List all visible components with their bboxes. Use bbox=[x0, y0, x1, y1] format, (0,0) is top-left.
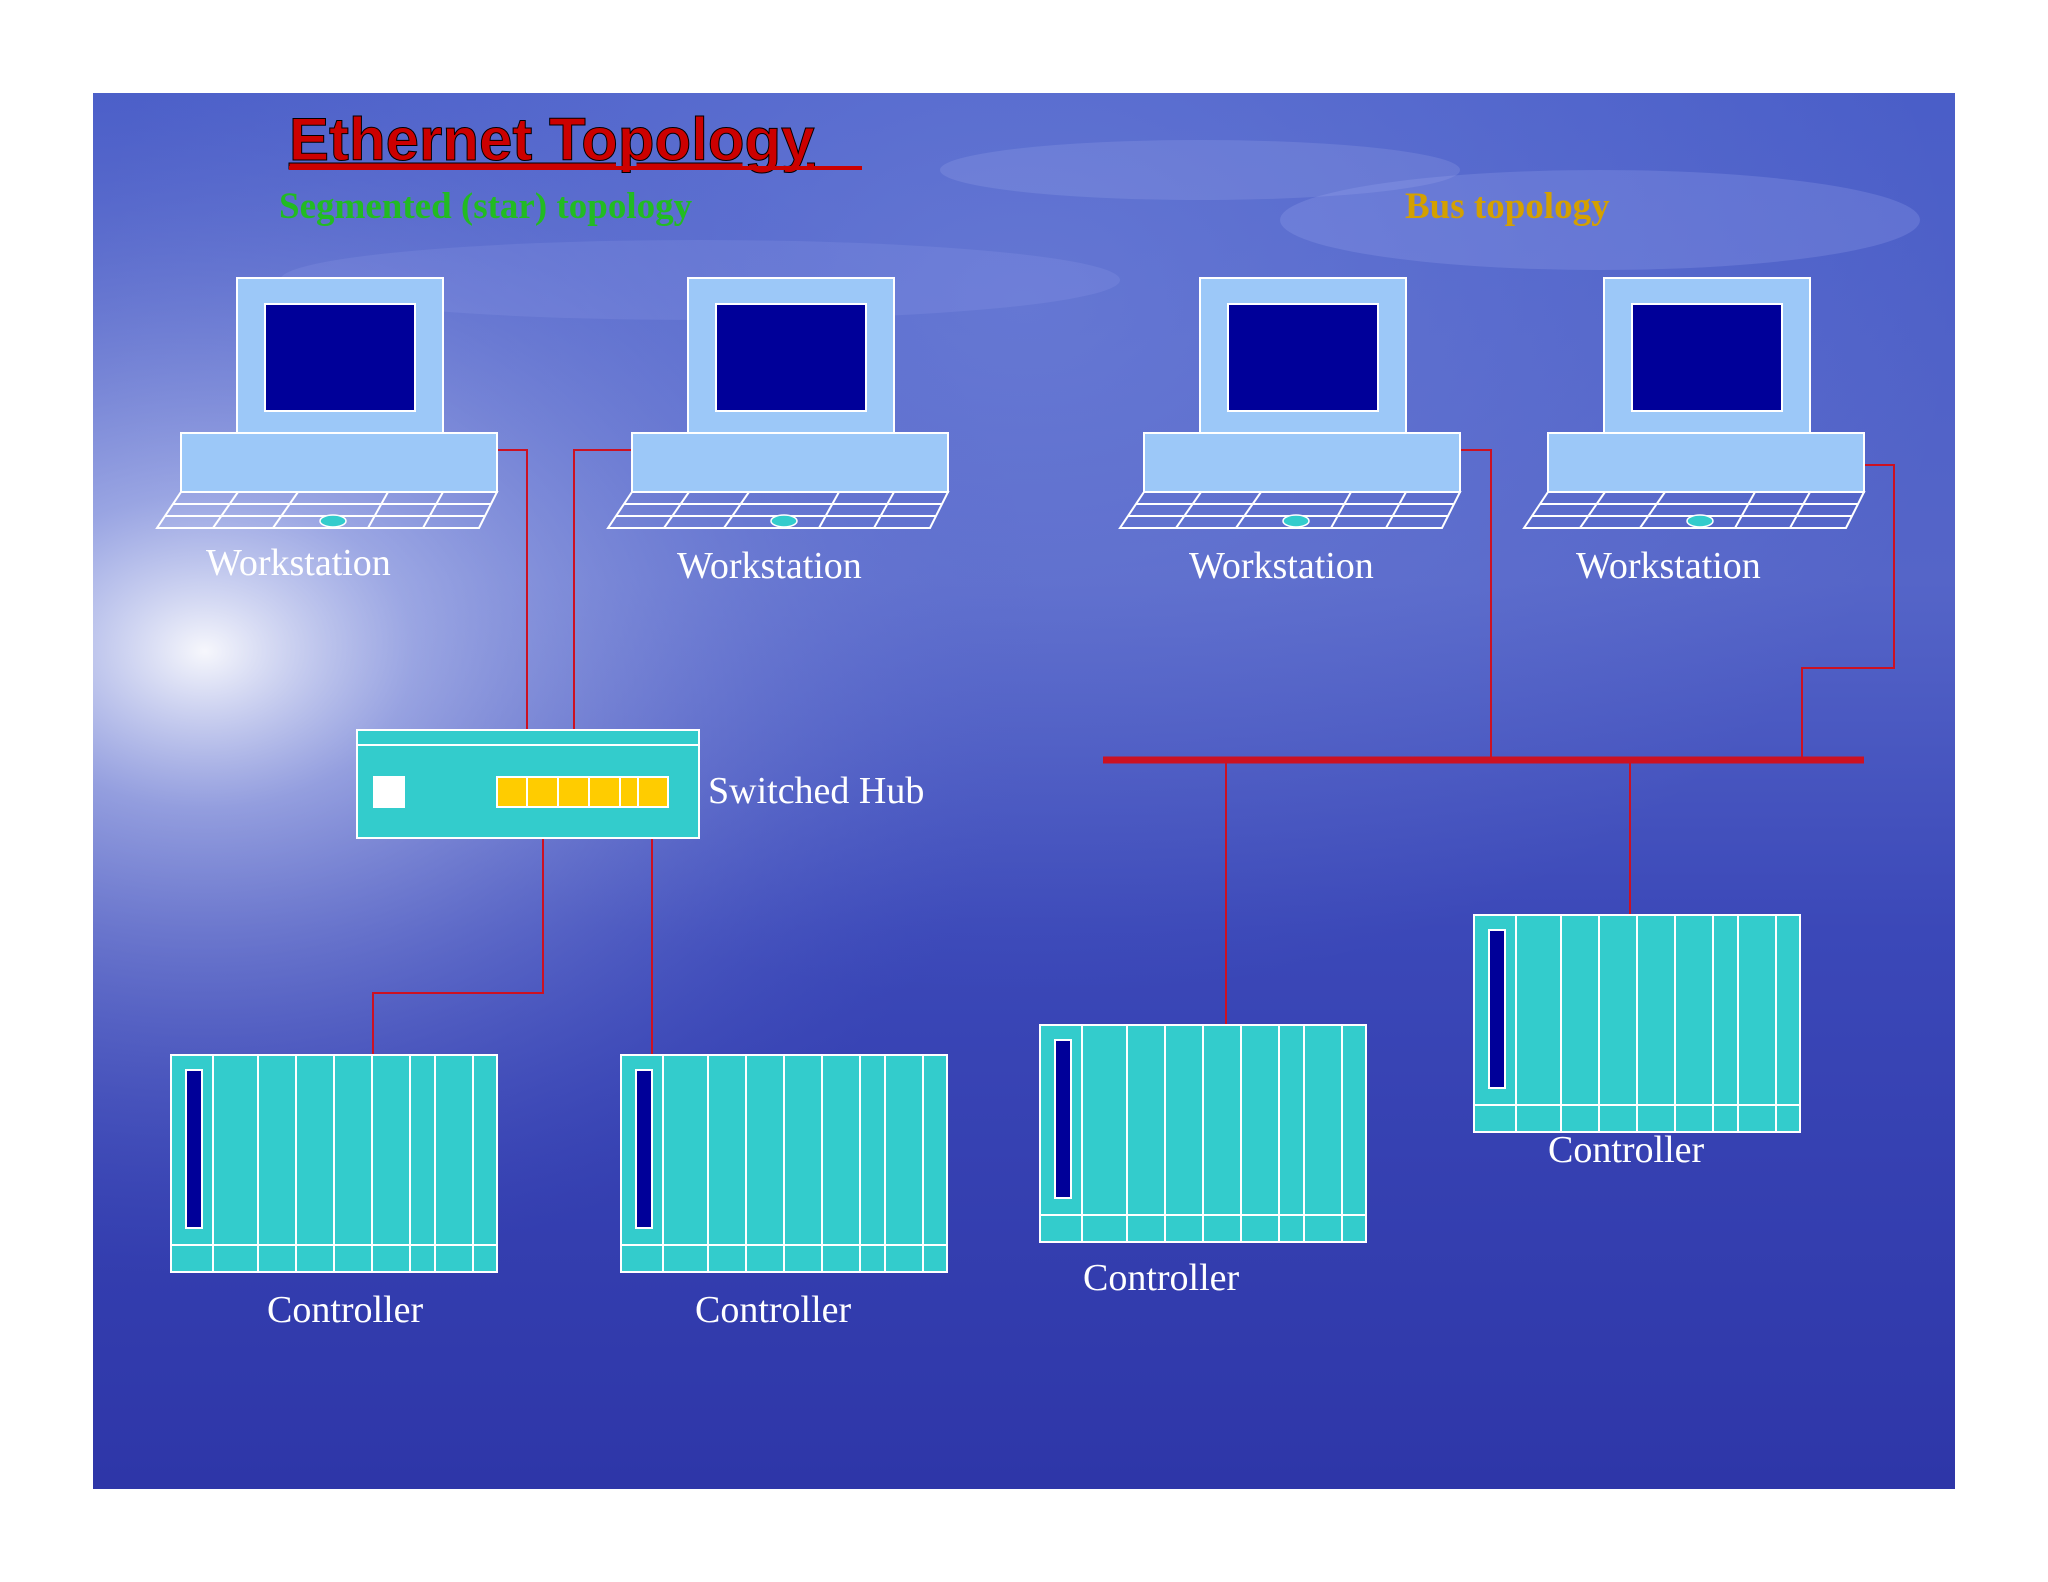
network-switch-icon bbox=[357, 730, 699, 838]
controller-label: Controller bbox=[267, 1289, 424, 1331]
controller-label: Controller bbox=[695, 1289, 852, 1331]
bus-topology-subtitle: Bus topology bbox=[1405, 186, 1610, 227]
star-topology-subtitle: Segmented (star) topology bbox=[279, 186, 693, 227]
hub-label: Switched Hub bbox=[708, 770, 924, 812]
plc-rack-icon bbox=[621, 1055, 947, 1272]
workstation-label: Workstation bbox=[677, 545, 862, 587]
controller-label: Controller bbox=[1548, 1129, 1705, 1171]
plc-rack-icon bbox=[1474, 915, 1800, 1132]
workstation-label: Workstation bbox=[1576, 545, 1761, 587]
plc-rack-icon bbox=[171, 1055, 497, 1272]
controller-label: Controller bbox=[1083, 1257, 1240, 1299]
slide-title: Ethernet Topology bbox=[289, 106, 815, 173]
workstation-label: Workstation bbox=[1189, 545, 1374, 587]
plc-rack-icon bbox=[1040, 1025, 1366, 1242]
controller-4: Controller bbox=[1474, 915, 1800, 1171]
workstation-label: Workstation bbox=[206, 542, 391, 584]
